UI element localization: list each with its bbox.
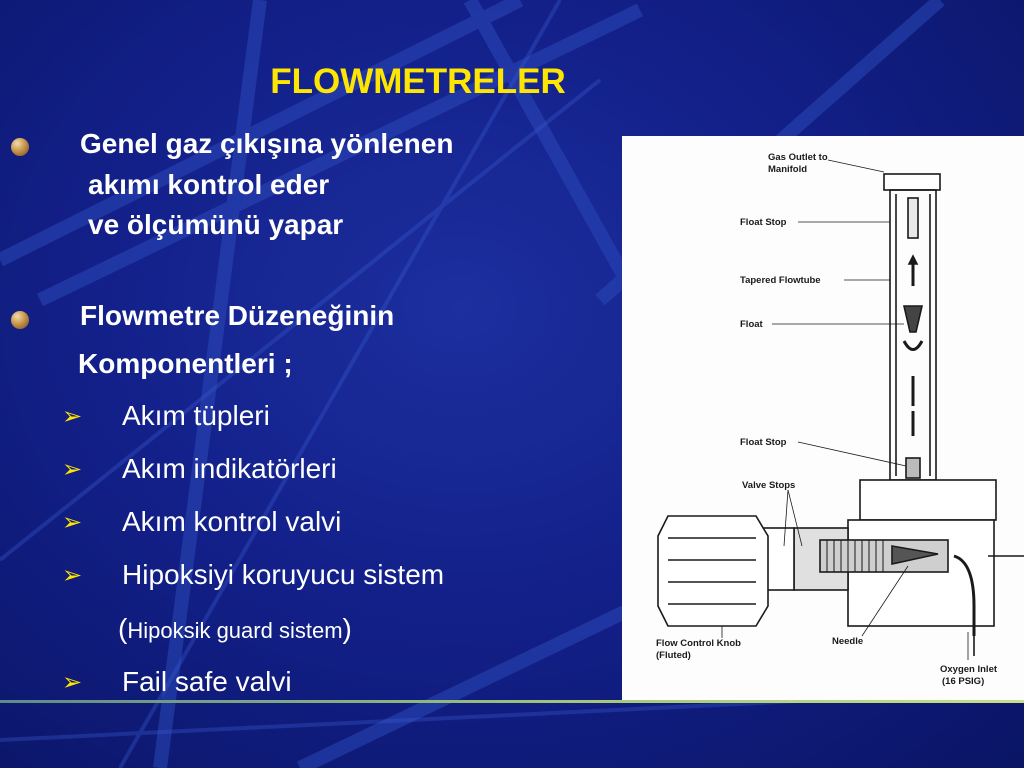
label-float-stop-bottom: Float Stop — [740, 437, 787, 448]
note-close-paren: ) — [342, 613, 352, 644]
item-note: (Hipoksik guard sistem) — [118, 613, 352, 645]
note-text: Hipoksik guard sistem — [127, 618, 343, 643]
arrow-bullet-icon: ➢ — [62, 403, 83, 430]
label-float-stop-top: Float Stop — [740, 217, 787, 228]
arrow-bullet-icon: ➢ — [62, 669, 83, 696]
bullet2-line1: Flowmetre Düzeneğinin — [80, 300, 395, 331]
arrow-bullet-icon: ➢ — [62, 562, 83, 589]
bullet1-line1: Genel gaz çıkışına yönlenen — [80, 128, 454, 159]
item-akim-kontrol-valvi: Akım kontrol valvi — [122, 506, 342, 537]
footer-divider — [0, 700, 1024, 703]
item-fail-safe-valvi: Fail safe valvi — [122, 666, 292, 697]
label-valve-stops: Valve Stops — [742, 480, 795, 491]
label-tapered-flowtube: Tapered Flowtube — [740, 275, 821, 286]
slide-title: FLOWMETRELER — [270, 62, 566, 101]
bullet2-line2: Komponentleri ; — [78, 348, 293, 379]
label-flow-control-knob-line2: (Fluted) — [656, 650, 691, 661]
bullet-icon — [11, 138, 29, 156]
label-flow-control-knob-line1: Flow Control Knob — [656, 638, 741, 649]
bullet1-line3: ve ölçümünü yapar — [88, 209, 344, 240]
item-akim-indikatorleri: Akım indikatörleri — [122, 453, 337, 484]
arrow-bullet-icon: ➢ — [62, 456, 83, 483]
arrow-bullet-icon: ➢ — [62, 509, 83, 536]
item-hipoksiyi-koruyucu: Hipoksiyi koruyucu sistem — [122, 559, 445, 590]
flowmeter-diagram: Gas Outlet to Manifold Float Stop Tapere… — [622, 136, 1024, 700]
label-oxygen-inlet-line2: (16 PSIG) — [942, 676, 984, 687]
label-gas-outlet-line1: Gas Outlet to — [768, 152, 828, 163]
label-float: Float — [740, 319, 764, 330]
label-gas-outlet-line2: Manifold — [768, 164, 807, 175]
label-needle: Needle — [832, 636, 863, 647]
bullet-icon — [11, 311, 29, 329]
bullet1-line2: akımı kontrol eder — [88, 169, 330, 200]
item-akim-tupleri: Akım tüpleri — [122, 400, 270, 431]
note-open-paren: ( — [118, 613, 128, 644]
label-oxygen-inlet-line1: Oxygen Inlet — [940, 664, 998, 675]
